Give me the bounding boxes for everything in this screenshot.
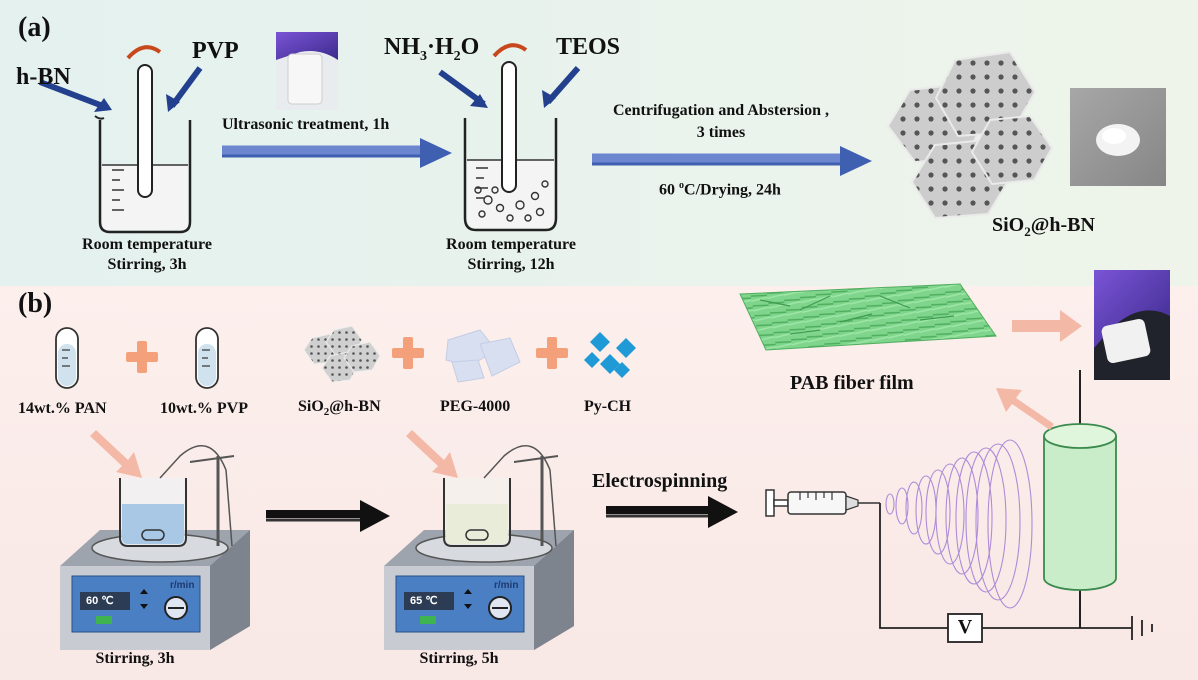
sio2-text: SiO <box>298 398 324 415</box>
film-photo <box>1094 270 1170 380</box>
sonication-photo <box>276 32 338 110</box>
panel-b-label: (b) <box>18 288 53 319</box>
reagent-pvp-label: PVP <box>192 38 239 64</box>
fiber-jet <box>885 439 1033 609</box>
sio2-text-2: @h-BN <box>329 398 381 415</box>
pan-tube <box>55 327 79 389</box>
nh3-text: NH <box>384 34 420 60</box>
electrospinning-label: Electrospinning <box>592 470 728 492</box>
beaker-1 <box>94 64 192 234</box>
film-arrows <box>996 310 1082 430</box>
hotplate-2-rmin: r/min <box>494 580 519 591</box>
pych-crystals <box>584 332 636 378</box>
step-ultrasonic-label: Ultrasonic treatment, 1h <box>222 116 390 133</box>
panel-a-label: (a) <box>18 12 51 43</box>
centrifugation-label: Centrifugation and Abstersion , <box>612 102 830 119</box>
process-arrow-1 <box>222 138 452 168</box>
beaker-1-caption-line2: Stirring, 3h <box>107 256 187 273</box>
pan-label: 14wt.% PAN <box>18 400 107 417</box>
stir-arrow-2 <box>492 43 528 58</box>
pvp-solution-label: 10wt.% PVP <box>160 400 248 417</box>
beaker-4 <box>443 445 559 547</box>
hotplate-2 <box>384 530 574 650</box>
reagent-hbn-label: h-BN <box>16 64 71 90</box>
beaker-1-caption-line1: Room temperature <box>82 236 212 253</box>
drying-temp: 60 <box>659 181 680 199</box>
drying-label: 60 oC/Drying, 24h <box>600 180 840 199</box>
plus-icons <box>126 337 568 373</box>
powder-photo <box>1070 88 1166 186</box>
sio2-hbn-particles <box>886 50 1054 220</box>
pych-label: Py-CH <box>584 398 632 415</box>
pvp-tube <box>195 327 219 389</box>
hotplate-1-rmin: r/min <box>170 580 195 591</box>
peg-label: PEG-4000 <box>440 398 511 415</box>
hotplate-1 <box>60 530 250 650</box>
product-text: SiO <box>992 214 1025 236</box>
reagent-nh3-label: NH3·H2O <box>384 34 479 65</box>
hotplate-2-temp: 65 ℃ <box>410 595 438 607</box>
sio2-hbn-small-label: SiO2@h-BN <box>298 398 381 418</box>
nh3-text-2: ·H <box>427 34 454 60</box>
process-arrow-2 <box>592 146 872 176</box>
mixing-arrows <box>90 430 458 478</box>
hotplate-1-temp: 60 ℃ <box>86 595 114 607</box>
nh3-text-3: O <box>460 34 480 60</box>
syringe <box>765 489 880 517</box>
sio2-small-particles <box>303 325 381 383</box>
black-arrow-1 <box>266 500 390 532</box>
beaker-2 <box>463 61 558 232</box>
drying-degree: o <box>679 180 685 191</box>
sio2-subscript: 2 <box>323 406 330 419</box>
circuit <box>879 503 1153 643</box>
beaker-2-caption-line2: Stirring, 12h <box>467 256 555 273</box>
beaker-2-caption-line1: Room temperature <box>446 236 576 253</box>
centrifugation-times-label: 3 times <box>696 124 746 141</box>
drying-rest: C/Drying, 24h <box>684 181 781 199</box>
collector-drum <box>1043 370 1117 628</box>
pab-fiber-film-label: PAB fiber film <box>790 372 914 394</box>
pvp-arrow <box>169 66 203 108</box>
stirring-3h-label: Stirring, 3h <box>95 650 175 667</box>
hbn-arrow <box>38 79 110 111</box>
beaker-3 <box>119 445 235 547</box>
nh3-subscript: 3 <box>420 48 427 64</box>
product-subscript: 2 <box>1024 224 1031 239</box>
black-arrow-2 <box>606 496 738 528</box>
product-sio2-hbn-label: SiO2@h-BN <box>992 214 1095 240</box>
nh3-subscript-2: 2 <box>453 48 461 64</box>
stir-arrow-1 <box>126 45 162 60</box>
fiber-film <box>739 283 997 351</box>
reagent-teos-label: TEOS <box>556 34 621 60</box>
product-text-2: @h-BN <box>1030 214 1095 236</box>
peg-flakes <box>445 329 521 383</box>
voltmeter-label: V <box>957 616 973 638</box>
stirring-5h-label: Stirring, 5h <box>419 650 499 667</box>
